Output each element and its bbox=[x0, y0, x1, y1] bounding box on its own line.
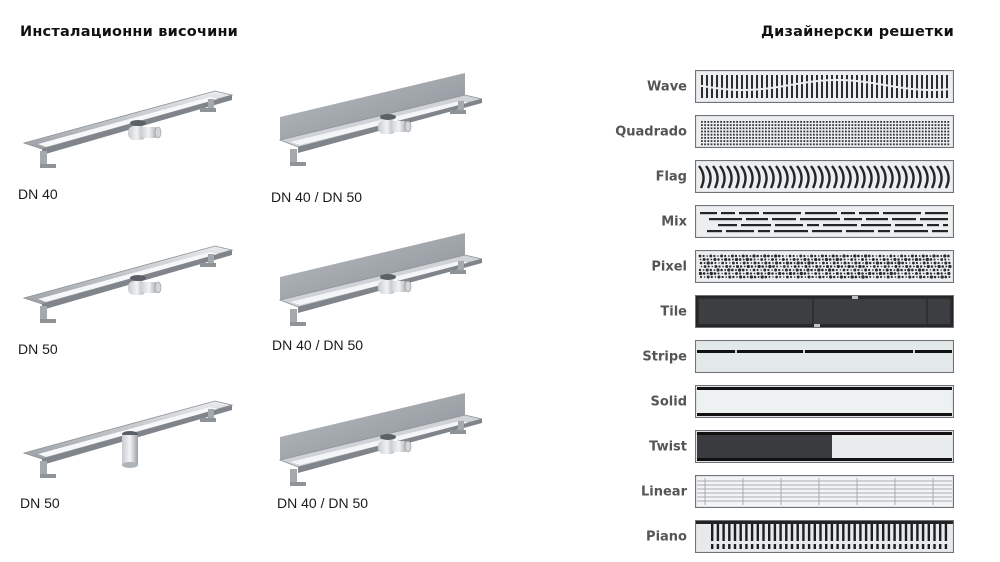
drain-image bbox=[270, 65, 485, 170]
grate-name-label: Piano bbox=[646, 529, 687, 545]
side-outlet-pipe bbox=[140, 127, 158, 138]
drain-image bbox=[270, 225, 485, 330]
installation-heights-heading: Инсталационни височини bbox=[20, 24, 239, 40]
vertical-outlet-pipe bbox=[122, 435, 138, 465]
drain-size-label: DN 40 bbox=[18, 186, 58, 202]
grate-image bbox=[695, 385, 954, 418]
grate-image bbox=[695, 70, 954, 103]
drain-image bbox=[270, 385, 485, 490]
grate-item-stripe: Stripe bbox=[600, 340, 955, 374]
grate-item-wave: Wave bbox=[600, 70, 955, 104]
grate-image bbox=[695, 160, 954, 193]
drain-image bbox=[20, 385, 235, 490]
grate-image bbox=[695, 205, 954, 238]
grate-name-label: Tile bbox=[660, 304, 687, 320]
grate-image bbox=[695, 340, 954, 373]
drain-size-label: DN 40 / DN 50 bbox=[272, 337, 364, 353]
mounting-foot bbox=[40, 151, 47, 165]
grate-item-tile: Tile bbox=[600, 295, 955, 329]
grate-image bbox=[695, 430, 954, 463]
mounting-foot bbox=[290, 149, 297, 163]
mounting-foot bbox=[40, 461, 47, 475]
drain-size-label: DN 40 / DN 50 bbox=[271, 189, 363, 205]
grate-name-label: Twist bbox=[649, 439, 687, 455]
grate-item-pixel: Pixel bbox=[600, 250, 955, 284]
grate-image bbox=[695, 475, 954, 508]
side-outlet-pipe bbox=[390, 441, 408, 452]
grate-image bbox=[695, 295, 954, 328]
drain-size-label: DN 50 bbox=[20, 495, 60, 511]
drain-image bbox=[20, 75, 235, 180]
grate-item-solid: Solid bbox=[600, 385, 955, 419]
grate-name-label: Wave bbox=[647, 79, 687, 95]
drain-size-label: DN 50 bbox=[18, 341, 58, 357]
grate-item-linear: Linear bbox=[600, 475, 955, 509]
mounting-foot bbox=[290, 309, 297, 323]
grate-item-piano: Piano bbox=[600, 520, 955, 554]
grate-name-label: Stripe bbox=[642, 349, 687, 365]
grate-name-label: Solid bbox=[650, 394, 687, 410]
mounting-foot bbox=[290, 469, 297, 483]
grate-name-label: Pixel bbox=[651, 259, 687, 275]
wall-flange bbox=[280, 393, 465, 460]
wall-flange bbox=[280, 233, 465, 300]
wall-flange bbox=[280, 73, 465, 140]
side-outlet-pipe bbox=[390, 121, 408, 132]
grate-image bbox=[695, 250, 954, 283]
grate-image bbox=[695, 115, 954, 148]
grate-name-label: Mix bbox=[661, 214, 687, 230]
drain-image bbox=[20, 230, 235, 335]
side-outlet-pipe bbox=[140, 282, 158, 293]
designer-grates-heading: Дизайнерски решетки bbox=[761, 24, 954, 40]
grate-name-label: Linear bbox=[641, 484, 687, 500]
grate-name-label: Quadrado bbox=[615, 124, 687, 140]
grate-item-mix: Mix bbox=[600, 205, 955, 239]
grate-image bbox=[695, 520, 954, 553]
grate-name-label: Flag bbox=[655, 169, 687, 185]
grate-item-quadrado: Quadrado bbox=[600, 115, 955, 149]
grate-item-flag: Flag bbox=[600, 160, 955, 194]
grate-item-twist: Twist bbox=[600, 430, 955, 464]
side-outlet-pipe bbox=[390, 281, 408, 292]
mounting-foot bbox=[40, 306, 47, 320]
drain-size-label: DN 40 / DN 50 bbox=[277, 495, 369, 511]
